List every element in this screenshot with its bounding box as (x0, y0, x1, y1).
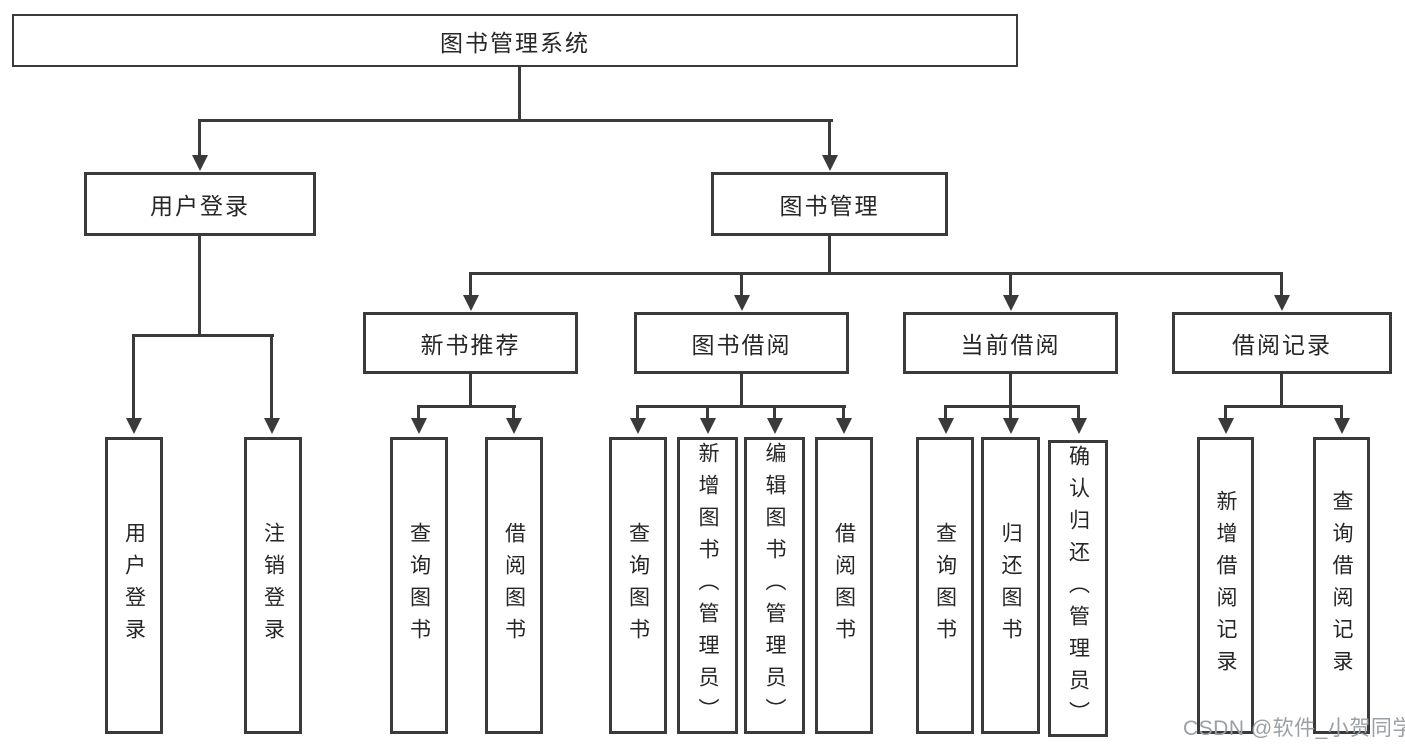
connector-records-split (1224, 405, 1343, 408)
leaf-rc-query-record-label: 查询借阅记录 (1330, 489, 1353, 682)
arrow-down-cu-return (1002, 405, 1019, 434)
arrow-down-user-login (191, 119, 208, 171)
node-book-management: 图书管理 (711, 172, 948, 236)
connector-borrow-trunk (740, 374, 743, 407)
node-borrow-records: 借阅记录 (1172, 312, 1392, 374)
arrow-down-cu-query (937, 405, 954, 434)
arrow-down-current (1002, 272, 1019, 311)
leaf-bw-edit-book-admin-label: 编辑图书（管理员） (763, 441, 786, 730)
leaf-cu-return-book: 归还图书 (981, 437, 1040, 734)
node-user-login: 用户登录 (84, 172, 316, 236)
connector-new-rec-trunk (469, 374, 472, 407)
arrow-down-leaf-login (125, 334, 142, 434)
leaf-cu-return-book-label: 归还图书 (999, 521, 1022, 650)
node-current-borrow: 当前借阅 (903, 312, 1118, 374)
leaf-bw-borrow-book-label: 借阅图书 (832, 521, 856, 650)
arrow-down-leaf-logout (263, 334, 280, 434)
leaf-cu-confirm-return-admin-label: 确认归还（管理员） (1066, 444, 1090, 733)
connector-records-trunk (1280, 374, 1283, 407)
leaf-nr-query-book: 查询图书 (390, 437, 448, 734)
leaf-bw-add-book-admin: 新增图书（管理员） (677, 437, 738, 734)
arrow-down-nr-borrow (505, 405, 522, 434)
arrow-down-cu-confirm (1070, 405, 1087, 434)
leaf-bw-edit-book-admin: 编辑图书（管理员） (744, 437, 805, 734)
leaf-rc-add-record-label: 新增借阅记录 (1214, 489, 1237, 682)
watermark: CSDN @软件_小贺同学 (1183, 717, 1405, 740)
arrow-down-bw-add (699, 405, 716, 434)
leaf-logout-login: 注销登录 (244, 437, 302, 734)
leaf-logout-login-label: 注销登录 (261, 521, 285, 650)
leaf-cu-confirm-return-admin: 确认归还（管理员） (1048, 440, 1108, 737)
leaf-nr-borrow-book-label: 借阅图书 (502, 521, 526, 650)
arrow-down-nr-query (410, 405, 427, 434)
leaf-cu-query-book-label: 查询图书 (933, 521, 957, 650)
connector-root-trunk (518, 67, 521, 121)
connector-level1-split (198, 119, 833, 122)
arrow-down-records (1273, 272, 1290, 311)
leaf-bw-query-book: 查询图书 (609, 437, 667, 734)
leaf-bw-borrow-book: 借阅图书 (815, 437, 873, 734)
connector-level2-split (469, 272, 1282, 275)
connector-user-login-trunk (198, 236, 201, 334)
node-book-borrow: 图书借阅 (634, 312, 849, 374)
connector-user-login-split (132, 334, 274, 337)
connector-new-rec-split (417, 405, 516, 408)
connector-current-trunk (1009, 374, 1012, 407)
node-library-system: 图书管理系统 (12, 14, 1018, 67)
arrow-down-bw-borrow (835, 405, 852, 434)
leaf-cu-query-book: 查询图书 (916, 437, 974, 734)
leaf-user-login-label: 用户登录 (122, 521, 146, 650)
leaf-bw-query-book-label: 查询图书 (626, 521, 650, 650)
leaf-rc-query-record: 查询借阅记录 (1313, 437, 1370, 734)
arrow-down-bw-edit (766, 405, 783, 434)
arrow-down-borrow (733, 272, 750, 311)
leaf-rc-add-record: 新增借阅记录 (1197, 437, 1254, 734)
leaf-nr-borrow-book: 借阅图书 (485, 437, 543, 734)
arrow-down-book-mgmt (821, 119, 838, 171)
connector-borrow-split (636, 405, 846, 408)
connector-current-split (944, 405, 1080, 408)
arrow-down-rc-add (1217, 405, 1234, 434)
leaf-bw-add-book-admin-label: 新增图书（管理员） (696, 441, 719, 730)
arrow-down-rc-query (1333, 405, 1350, 434)
connector-book-mgmt-trunk (828, 236, 831, 274)
leaf-user-login: 用户登录 (105, 437, 163, 734)
arrow-down-bw-query (629, 405, 646, 434)
leaf-nr-query-book-label: 查询图书 (407, 521, 431, 650)
arrow-down-new-rec (462, 272, 479, 311)
node-new-book-recommend: 新书推荐 (363, 312, 578, 374)
